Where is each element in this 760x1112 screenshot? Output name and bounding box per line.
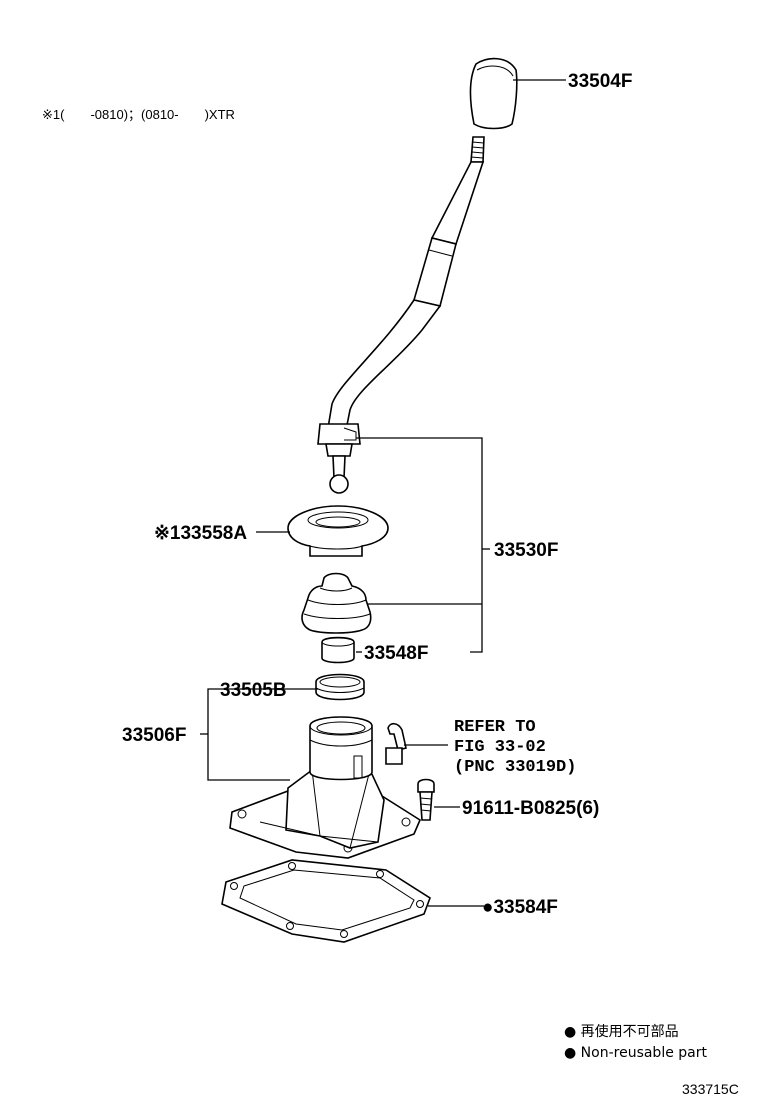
shift-knob	[469, 57, 518, 130]
label-housing: 33506F	[122, 725, 186, 746]
refer-line-2: FIG 33-02	[454, 738, 546, 757]
bolt	[417, 778, 435, 821]
shift-lever	[317, 136, 485, 494]
legend-english: ● Non-reusable part	[564, 1045, 707, 1061]
label-seat: ※133558A	[154, 523, 247, 544]
lever-boot	[301, 572, 372, 634]
gasket	[221, 859, 431, 943]
lever-seat	[287, 505, 389, 557]
label-bolt: 91611-B0825(6)	[462, 798, 599, 819]
bushing	[321, 636, 355, 664]
header-note: ※1( -0810)；(0810- )XTR	[42, 107, 235, 123]
label-lever-assy: 33530F	[494, 540, 558, 561]
label-gasket: ●33584F	[482, 897, 558, 918]
legend-japanese: ● 再使用不可部品	[564, 1023, 679, 1040]
leader-lines	[200, 79, 566, 907]
breather-fitting	[385, 722, 407, 765]
retainer-ring	[315, 673, 365, 701]
diagram-code: 333715C	[682, 1081, 739, 1097]
label-retainer: 33505B	[220, 680, 287, 701]
refer-line-1: REFER TO	[454, 718, 536, 737]
refer-line-3: (PNC 33019D)	[454, 758, 576, 777]
label-bushing: 33548F	[364, 643, 428, 664]
shift-housing	[229, 716, 422, 859]
label-knob: 33504F	[568, 71, 632, 92]
